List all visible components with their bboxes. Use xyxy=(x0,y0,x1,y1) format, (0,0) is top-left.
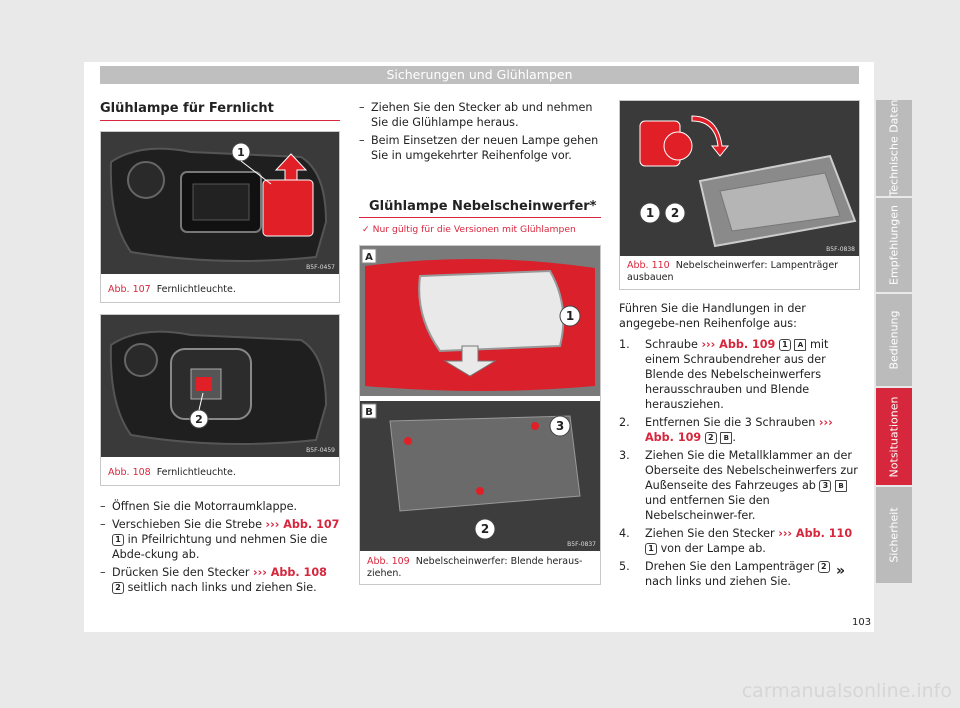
tab-technische-daten[interactable]: Technische Daten xyxy=(876,100,912,196)
page-number: 103 xyxy=(852,617,872,628)
tab-sicherheit[interactable]: Sicherheit xyxy=(876,487,912,583)
numbered-step: 3. Ziehen Sie die Metallklammer an der O… xyxy=(619,449,858,522)
svg-text:2: 2 xyxy=(481,522,489,536)
step-item: Öffnen Sie die Motorraumklappe. xyxy=(100,499,340,514)
callout-badge: 1 xyxy=(645,543,657,555)
figure-code: B5F-0837 xyxy=(567,541,596,548)
headlight-image: 1 xyxy=(101,132,339,274)
numbered-step: 1. Schraube ››› Abb. 109 1 A mit einem S… xyxy=(619,338,829,411)
headlight-image: 2 xyxy=(101,315,339,457)
step-item: Verschieben Sie die Strebe ››› Abb. 107 … xyxy=(100,517,340,562)
figure-code: B5F-0459 xyxy=(306,447,335,454)
tab-bedienung[interactable]: Bedienung xyxy=(876,294,912,386)
foglight-image: 1 A 3 2 B xyxy=(360,246,600,551)
svg-text:1: 1 xyxy=(566,309,574,323)
callout-badge: 2 xyxy=(704,432,717,444)
svg-text:2: 2 xyxy=(671,206,679,220)
tab-empfehlungen[interactable]: Empfehlungen xyxy=(876,198,912,292)
figure-110-image: 1 2 B5F-0838 xyxy=(620,101,859,256)
numbered-step: 4. Ziehen Sie den Stecker ››› Abb. 110 1… xyxy=(619,527,853,555)
callout-badge: 1 xyxy=(112,534,124,546)
callout-badge: 2 xyxy=(817,561,830,573)
svg-text:1: 1 xyxy=(237,146,245,159)
figure-107-image: 1 B5F-0457 xyxy=(101,132,339,274)
panel-badge: A xyxy=(794,339,807,351)
figure-code: B5F-0838 xyxy=(826,246,855,253)
figure-link[interactable]: ››› Abb. 108 xyxy=(253,566,327,579)
right-text: Führen Sie die Handlungen in der angegeb… xyxy=(619,301,860,592)
section-title-nebel: Glühlampe Nebelscheinwerfer* xyxy=(369,199,597,214)
callout-badge: 1 xyxy=(778,339,791,351)
step-item: Beim Einsetzen der neuen Lampe gehen Sie… xyxy=(359,133,601,163)
intro-text: Führen Sie die Handlungen in der angegeb… xyxy=(619,302,806,330)
panel-badge: B xyxy=(835,480,848,492)
figure-link[interactable]: ››› Abb. 110 xyxy=(778,527,853,540)
numbered-step: 5. Drehen Sie den Lampenträger 2 nach li… xyxy=(619,559,860,589)
version-note: ✓ Nur gültig für die Versionen mit Glühl… xyxy=(362,224,576,235)
figure-link[interactable]: ››› Abb. 109 xyxy=(701,338,776,351)
numbered-step: 2. Entfernen Sie die 3 Schrauben ››› Abb… xyxy=(619,416,833,444)
section-rule xyxy=(359,217,601,218)
watermark: carmanualsonline.info xyxy=(741,680,952,702)
panel-badge: B xyxy=(720,432,733,444)
figure-108-image: 2 B5F-0459 xyxy=(101,315,339,457)
chapter-header: Sicherungen und Glühlampen xyxy=(100,66,859,84)
callout-badge: 2 xyxy=(112,582,124,594)
svg-text:A: A xyxy=(365,252,373,263)
svg-text:3: 3 xyxy=(556,419,564,433)
figure-link[interactable]: ››› Abb. 109 xyxy=(645,416,833,444)
callout-badge: 3 xyxy=(819,480,832,492)
step-item: Ziehen Sie den Stecker ab und nehmen Sie… xyxy=(359,100,601,130)
tab-notsituationen[interactable]: Notsituationen xyxy=(876,388,912,485)
figure-link[interactable]: ››› Abb. 107 xyxy=(265,518,340,531)
middle-steps: Ziehen Sie den Stecker ab und nehmen Sie… xyxy=(359,100,601,166)
figure-109-image: 1 A 3 2 B B5F-0837 xyxy=(360,246,600,551)
section-title-fernlicht: Glühlampe für Fernlicht xyxy=(100,101,274,116)
svg-text:1: 1 xyxy=(646,206,654,220)
check-icon: ✓ xyxy=(362,224,370,235)
figure-code: B5F-0457 xyxy=(306,264,335,271)
left-steps: Öffnen Sie die Motorraumklappe. Verschie… xyxy=(100,499,340,598)
section-rule xyxy=(100,120,340,121)
step-item: Drücken Sie den Stecker ››› Abb. 108 2 s… xyxy=(100,565,340,595)
svg-text:2: 2 xyxy=(195,413,203,426)
svg-text:B: B xyxy=(365,407,373,418)
lamp-holder-image: 1 2 xyxy=(620,101,859,256)
continue-arrow-icon: » xyxy=(836,563,846,579)
